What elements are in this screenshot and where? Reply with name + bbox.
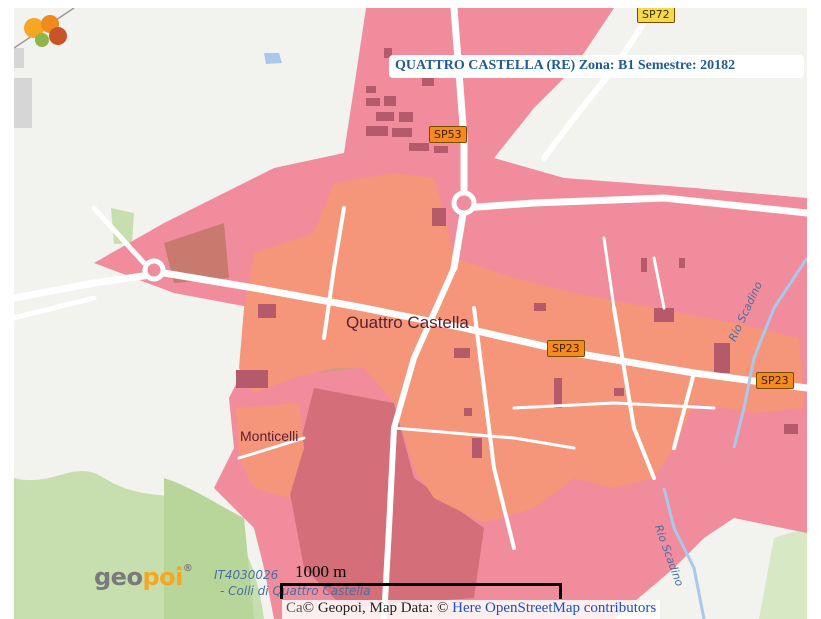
- scale-label: 1000 m: [295, 562, 347, 581]
- zone-patch-1: [164, 223, 229, 283]
- town-label[interactable]: Quattro Castella: [346, 313, 469, 332]
- monticelli-area: [236, 403, 304, 498]
- attribution: Ca© Geopoi, Map Data: © Here OpenStreetM…: [282, 600, 661, 619]
- woodland-area-2: [164, 478, 254, 619]
- road-shield-sp23-east[interactable]: SP23: [756, 372, 794, 389]
- road-shield-sp23-center[interactable]: SP23: [547, 340, 585, 357]
- road-shield-label: SP23: [552, 342, 580, 355]
- road-shield-sp72[interactable]: SP72: [637, 8, 675, 23]
- map-viewport[interactable]: QUATTRO CASTELLA (RE) Zona: B1 Semestre:…: [14, 8, 807, 619]
- zone-title: QUATTRO CASTELLA (RE) Zona: B1 Semestre:…: [395, 58, 736, 73]
- geopoi-logo-icon[interactable]: [14, 8, 204, 48]
- protected-area-code: IT4030026: [214, 568, 279, 582]
- pond: [264, 53, 282, 64]
- osm-link[interactable]: OpenStreetMap contributors: [485, 600, 657, 616]
- road-shield-label: SP23: [761, 374, 789, 387]
- attribution-text: © Geopoi, Map Data: ©: [302, 600, 453, 616]
- roundabout-west: [142, 258, 166, 282]
- zone-title-box: QUATTRO CASTELLA (RE) Zona: B1 Semestre:…: [389, 55, 804, 78]
- geopoi-logo-text: geopoi®: [94, 563, 193, 591]
- scale-bar: [280, 583, 562, 599]
- map-canvas[interactable]: [14, 8, 807, 619]
- road-shield-label: SP53: [434, 128, 462, 141]
- roads: [14, 8, 807, 619]
- protected-area-name: - Colli di Quattro Castella: [220, 584, 371, 598]
- attribution-prefix: Ca: [286, 600, 303, 616]
- roundabout-north: [451, 190, 477, 216]
- town-center-area: [239, 173, 804, 523]
- road-shield-label: SP72: [642, 8, 670, 21]
- buildings-grey: [14, 48, 32, 128]
- road-shield-sp53[interactable]: SP53: [429, 126, 467, 143]
- green-patch-east: [759, 528, 807, 619]
- village-label[interactable]: Monticelli: [240, 428, 299, 444]
- zone-patch-2: [289, 388, 484, 608]
- here-link[interactable]: Here: [452, 600, 482, 616]
